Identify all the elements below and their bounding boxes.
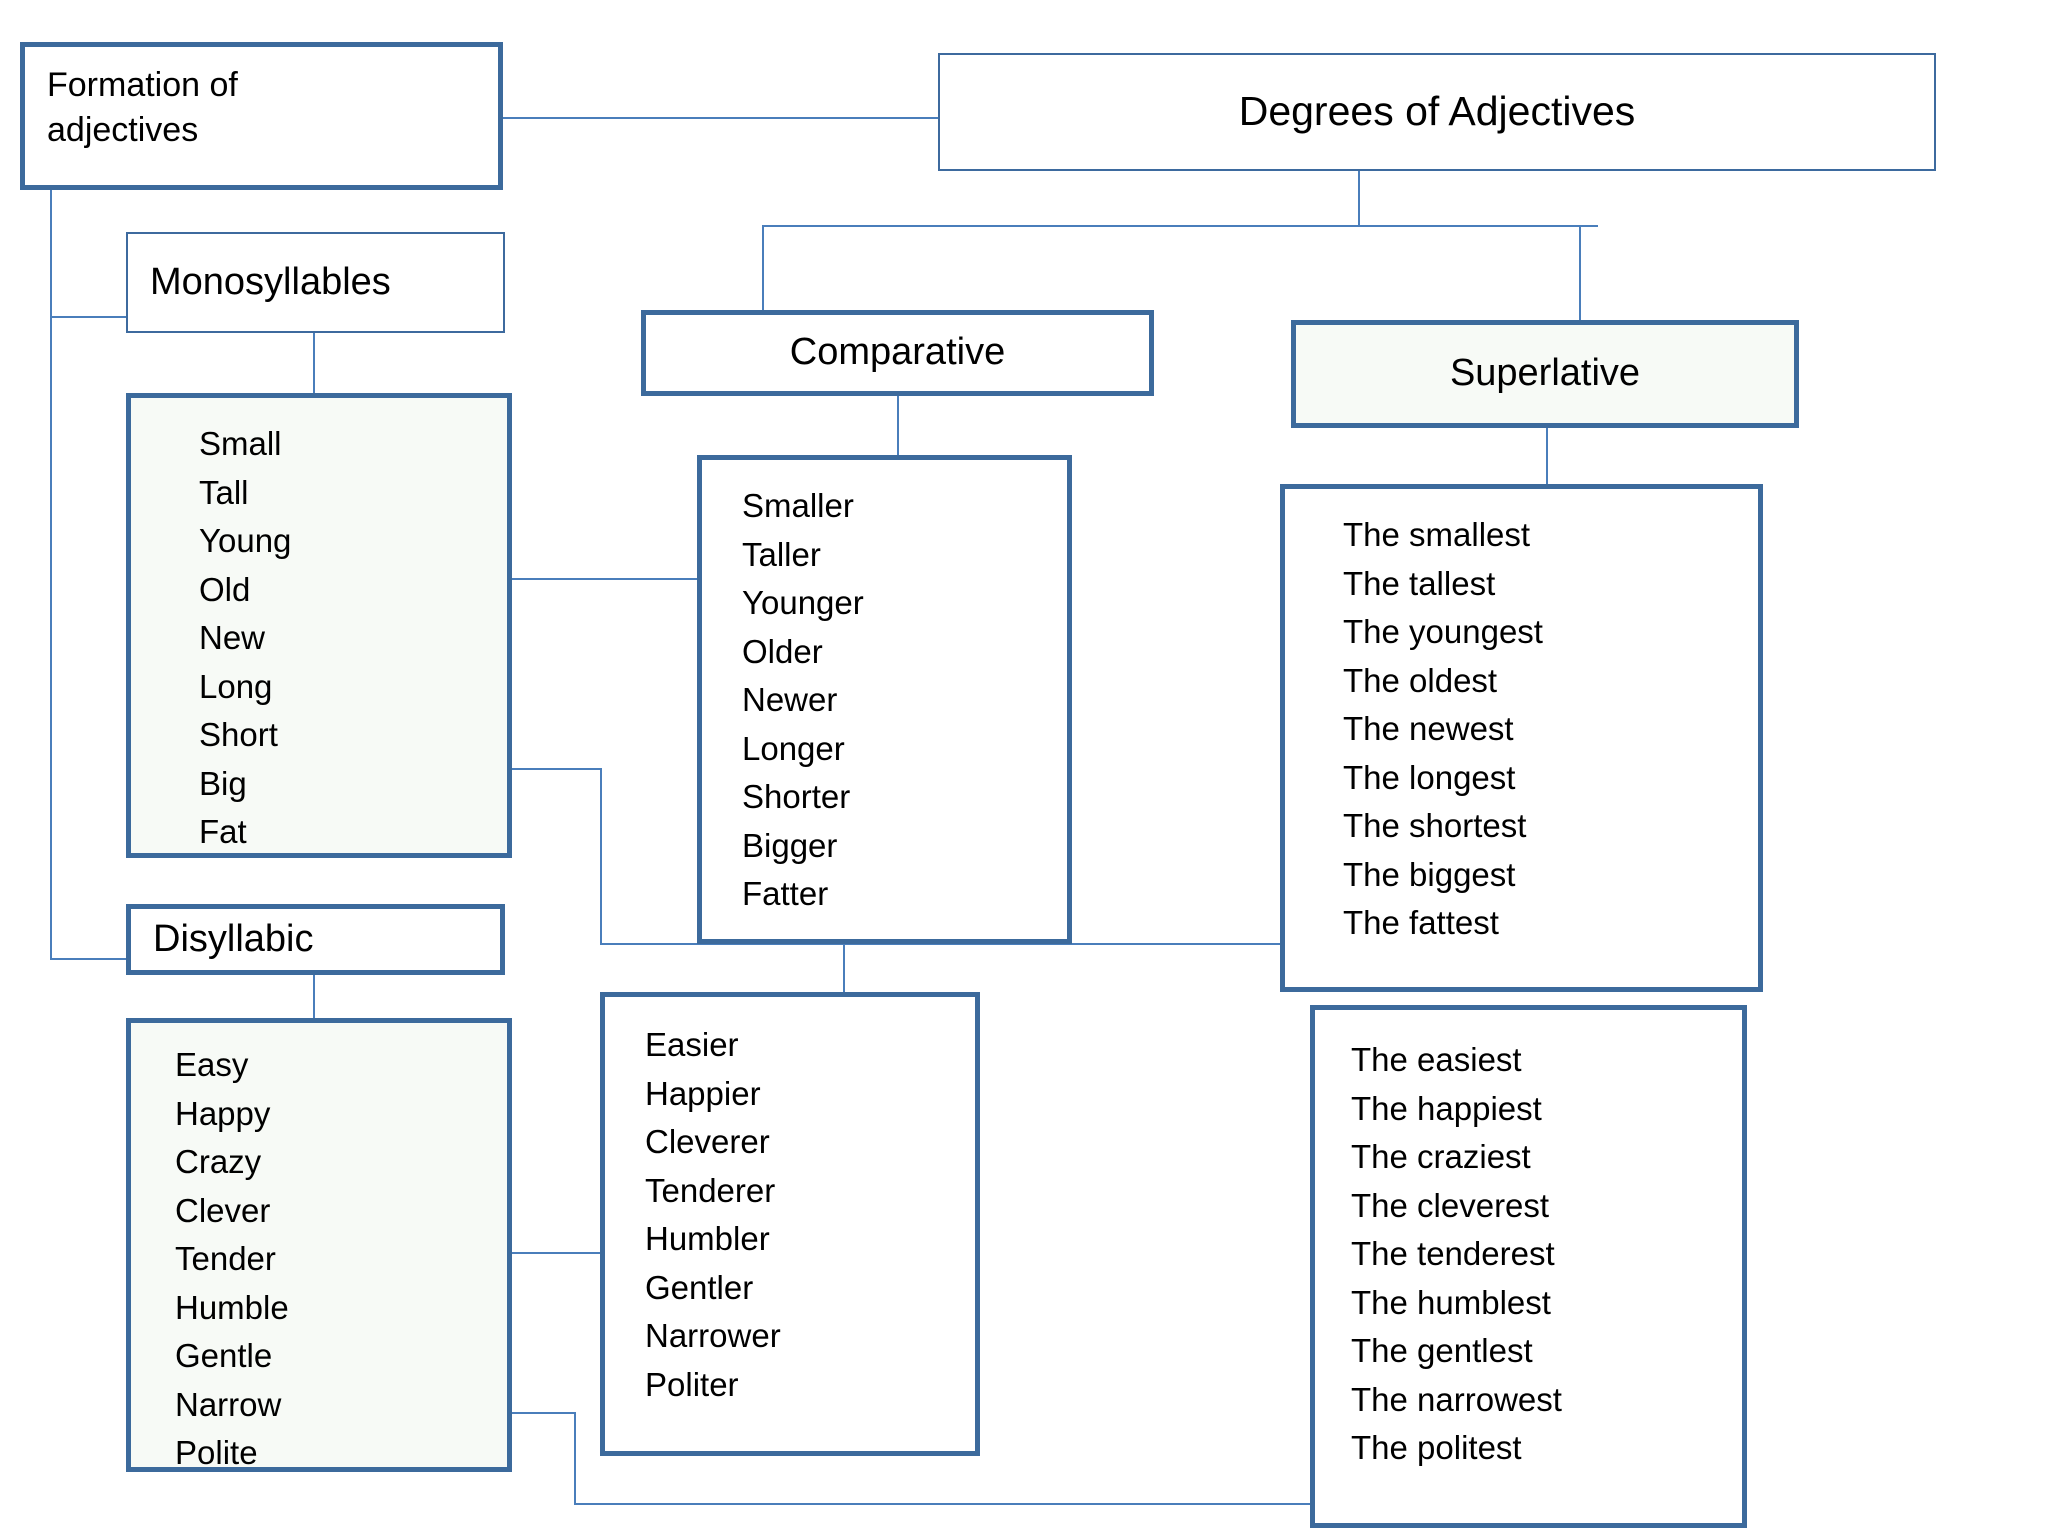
node-monosyllables[interactable]: Monosyllables	[126, 232, 505, 333]
list-item: Humbler	[645, 1220, 770, 1257]
connector-monolist-to-comparative-list	[512, 578, 697, 580]
node-degrees-of-adjectives[interactable]: Degrees of Adjectives	[938, 53, 1936, 171]
list-item: Gentler	[645, 1268, 754, 1306]
list-item: The youngest	[1343, 613, 1543, 650]
list-item: Tender	[175, 1240, 276, 1277]
list-item: The gentlest	[1351, 1332, 1533, 1369]
list-item: Tall	[199, 473, 249, 511]
node-degrees-label: Degrees of Adjectives	[1238, 88, 1636, 135]
node-disyllabic[interactable]: Disyllabic	[126, 904, 505, 975]
list-item: The smallest	[1343, 516, 1531, 553]
node-superlative-label: Superlative	[1449, 352, 1641, 395]
connector-comparative-to-dis-list	[843, 944, 845, 992]
list-item: Easier	[645, 1026, 739, 1063]
list-item: Narrow	[175, 1385, 282, 1423]
connector-monosyllables-to-list	[313, 333, 315, 393]
list-item: Fatter	[742, 875, 829, 912]
connector-monolist-to-superlative-c	[600, 943, 1280, 945]
connector-disyllabic-to-list	[313, 975, 315, 1018]
list-item: Humble	[175, 1288, 289, 1326]
node-comparative[interactable]: Comparative	[641, 310, 1154, 396]
list-item: Older	[742, 632, 823, 670]
connector-bus-to-superlative	[1579, 225, 1581, 320]
list-item: The narrowest	[1351, 1380, 1562, 1418]
list-item: The longest	[1343, 758, 1516, 796]
list-item: Gentle	[175, 1337, 273, 1374]
list-item: The tenderest	[1351, 1235, 1555, 1272]
connector-bus-to-comparative	[762, 225, 764, 310]
list-item: The cleverest	[1351, 1186, 1550, 1224]
node-formation-of-adjectives[interactable]: Formation of adjectives	[20, 42, 503, 190]
node-comparative-label: Comparative	[789, 331, 1006, 374]
list-item: The easiest	[1351, 1041, 1522, 1078]
connector-dislist-to-superlative-c	[574, 1503, 1310, 1505]
connector-formation-to-degrees	[503, 117, 940, 119]
list-item: The biggest	[1343, 855, 1516, 893]
list-item: Newer	[742, 681, 838, 718]
list-item: Cleverer	[645, 1123, 770, 1160]
list-item: Young	[199, 522, 292, 559]
connector-monolist-to-superlative-a	[512, 768, 600, 770]
connector-degrees-bus	[762, 225, 1598, 227]
list-item: Shorter	[742, 778, 851, 815]
connector-comparative-to-list	[897, 396, 899, 455]
list-item: The humblest	[1351, 1283, 1551, 1321]
list-item: The oldest	[1343, 661, 1498, 699]
list-item: Crazy	[175, 1143, 262, 1180]
list-item: The happiest	[1351, 1089, 1542, 1127]
list-item: Smaller	[742, 487, 854, 524]
connector-superlative-to-list	[1546, 428, 1548, 484]
list-item: Younger	[742, 584, 864, 621]
list-item: Longer	[742, 729, 845, 767]
list-item: Happy	[175, 1094, 271, 1132]
list-item: Big	[199, 764, 247, 802]
list-item: Bigger	[742, 826, 838, 864]
list-item: The craziest	[1351, 1138, 1531, 1175]
list-item: Long	[199, 667, 273, 705]
list-item: Polite	[175, 1434, 258, 1471]
list-item: Narrower	[645, 1317, 781, 1354]
connector-formation-stem	[50, 190, 52, 960]
list-item: The politest	[1351, 1429, 1522, 1466]
list-item: New	[199, 619, 266, 656]
list-item: The tallest	[1343, 564, 1496, 602]
list-item: Small	[199, 425, 282, 462]
node-formation-label: Formation of adjectives	[47, 66, 238, 149]
list-item: Clever	[175, 1191, 271, 1229]
connector-dislist-to-comparative-list	[512, 1252, 600, 1254]
list-item: Tenderer	[645, 1171, 776, 1209]
list-item: Happier	[645, 1074, 761, 1112]
connector-formation-to-disyllabic	[50, 958, 128, 960]
list-item: Short	[199, 716, 278, 753]
list-item: The newest	[1343, 710, 1514, 747]
list-item: The shortest	[1343, 807, 1527, 844]
connector-formation-to-monosyllables	[50, 316, 128, 318]
list-item: Easy	[175, 1046, 249, 1083]
connector-dislist-to-superlative-b	[574, 1412, 576, 1504]
list-item: Fat	[199, 813, 247, 850]
node-superlative[interactable]: Superlative	[1291, 320, 1799, 428]
list-item: The fattest	[1343, 904, 1499, 941]
node-disyllabic-label: Disyllabic	[153, 917, 314, 960]
connector-dislist-to-superlative-a	[512, 1412, 574, 1414]
list-item: Politer	[645, 1365, 739, 1403]
connector-degrees-stem	[1358, 171, 1360, 226]
connector-monolist-to-superlative-b	[600, 768, 602, 944]
node-monosyllables-label: Monosyllables	[150, 260, 391, 303]
list-item: Taller	[742, 535, 821, 573]
list-item: Old	[199, 570, 251, 608]
